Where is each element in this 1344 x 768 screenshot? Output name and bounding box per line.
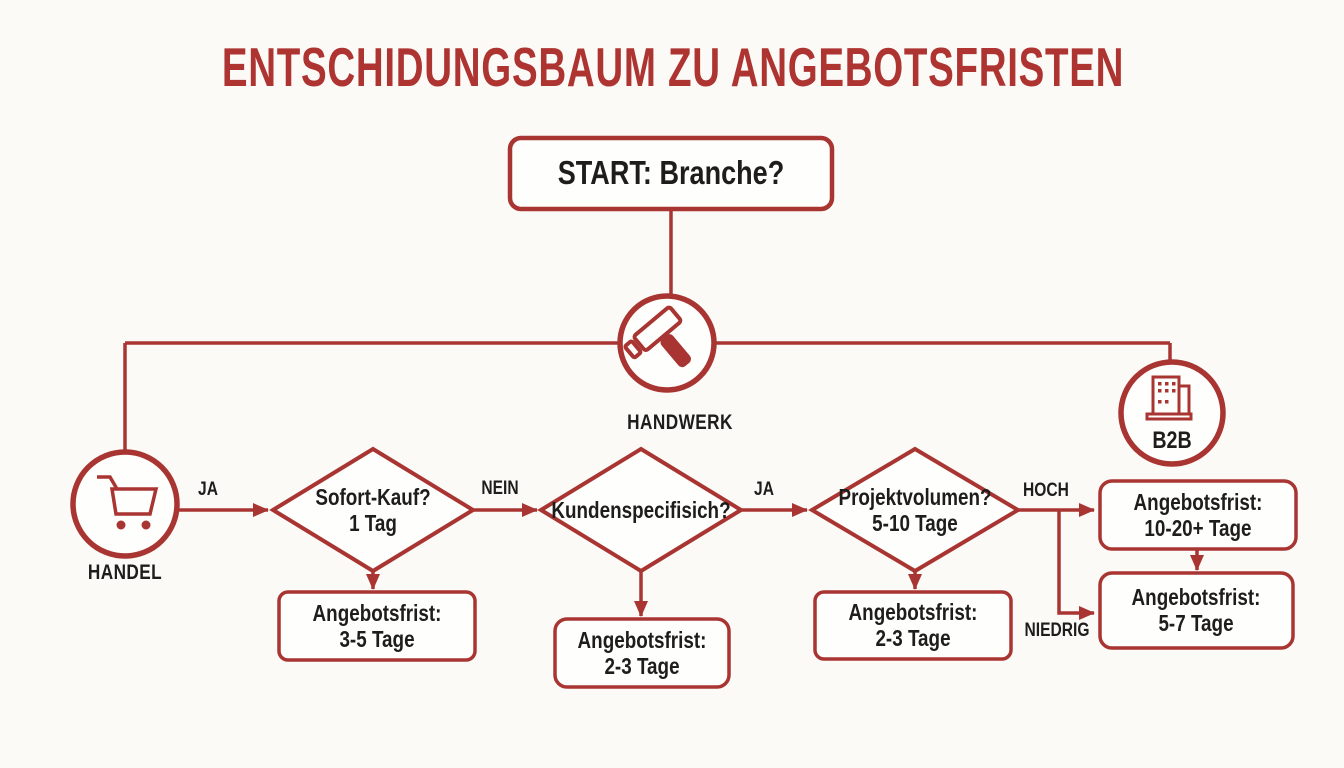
result-3-line2: 2-3 Tage <box>875 625 951 651</box>
edge-label-hoch: HOCH <box>1023 480 1069 501</box>
result-box-4 <box>1098 479 1298 551</box>
result-box-1 <box>277 590 477 662</box>
handwerk-label: HANDWERK <box>627 411 733 434</box>
result-4-label: Angebotsfrist: 10-20+ Tage <box>1134 489 1263 541</box>
decision-diamond-3 <box>808 446 1022 574</box>
result-2-line2: 2-3 Tage <box>604 653 680 679</box>
decision-1-line2: 1 Tag <box>349 510 397 536</box>
result-1-line1: Angebotsfrist: <box>312 600 442 626</box>
decision-diamond-2 <box>537 446 745 574</box>
building-icon <box>1145 375 1193 421</box>
b2b-label: B2B <box>1152 427 1192 454</box>
page-title: ENTSCHIDUNGSBAUM ZU ANGEBOTSFRISTEN <box>221 36 1125 98</box>
result-4-line1: Angebotsfrist: <box>1133 489 1263 515</box>
result-1-label: Angebotsfrist: 3-5 Tage <box>313 600 442 652</box>
result-3-label: Angebotsfrist: 2-3 Tage <box>849 599 978 651</box>
decision-3-label: Projektvolumen? 5-10 Tage <box>838 484 991 536</box>
hammer-icon <box>623 305 692 368</box>
decision-1-line1: Sofort-Kauf? <box>315 484 431 510</box>
edge-label-nein: NEIN <box>481 478 519 499</box>
result-5-label: Angebotsfrist: 5-7 Tage <box>1132 584 1261 636</box>
decision-3-line2: 5-10 Tage <box>872 510 958 536</box>
edge-d3-niedrig <box>1057 510 1095 620</box>
result-2-line1: Angebotsfrist: <box>577 627 707 653</box>
decision-2-line1: Kundenspecifisich? <box>551 497 731 523</box>
result-5-line1: Angebotsfrist: <box>1131 584 1261 610</box>
result-4-line2: 10-20+ Tage <box>1144 515 1252 541</box>
result-box-2 <box>553 617 731 689</box>
handel-circle <box>70 449 180 559</box>
result-box-5 <box>1098 571 1295 650</box>
handel-label: HANDEL <box>87 561 163 584</box>
result-box-3 <box>813 590 1013 661</box>
decision-2-label: Kundenspecifisich? <box>551 497 730 523</box>
start-box <box>507 135 835 212</box>
shopping-cart-icon <box>97 475 159 530</box>
result-5-line2: 5-7 Tage <box>1158 610 1234 636</box>
result-2-label: Angebotsfrist: 2-3 Tage <box>578 627 707 679</box>
edge-label-niedrig: NIEDRIG <box>1024 620 1090 641</box>
result-1-line2: 3-5 Tage <box>339 626 415 652</box>
start-label: START: Branche? <box>557 154 785 191</box>
edge-label-ja-2: JA <box>754 479 774 500</box>
result-3-line1: Angebotsfrist: <box>848 599 978 625</box>
edge-label-ja-1: JA <box>198 479 218 500</box>
decision-1-label: Sofort-Kauf? 1 Tag <box>315 484 430 536</box>
decision-diamond-1 <box>269 446 477 574</box>
decision-3-line1: Projektvolumen? <box>838 484 992 510</box>
